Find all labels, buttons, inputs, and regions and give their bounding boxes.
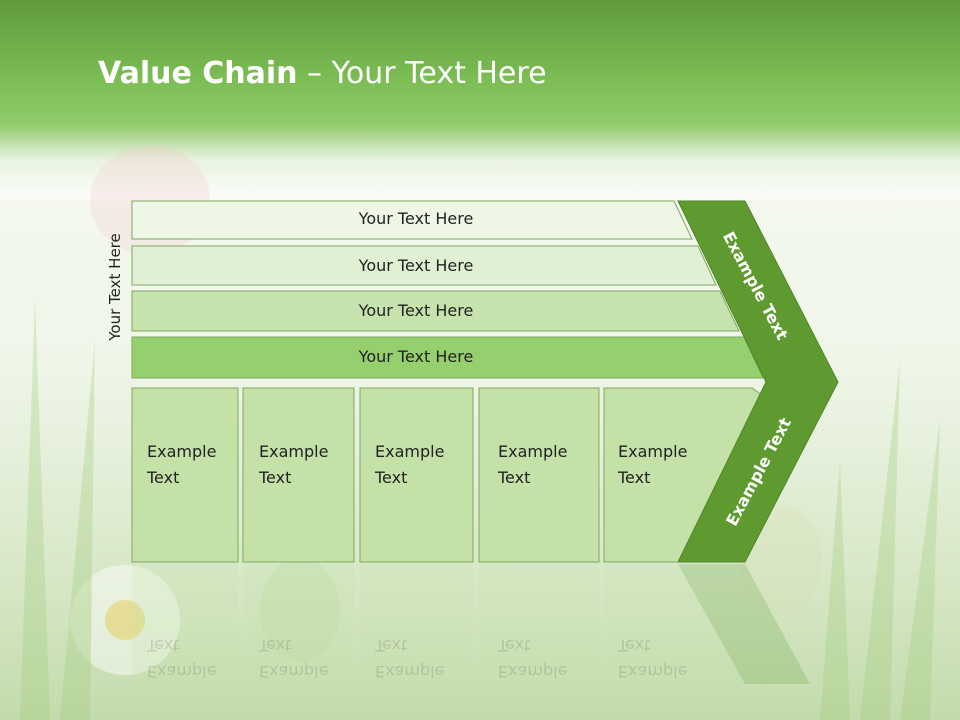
band-label-4: Your Text Here [358,347,474,366]
page-title: Value Chain – Your Text Here [98,52,547,96]
band-1 [131,200,693,240]
chevron-reflection [678,564,810,684]
band-label-2: Your Text Here [358,256,474,275]
chevron-arrow [677,200,839,563]
block-label-line1: Example [147,442,217,461]
vertical-axis-label: Your Text Here [106,233,124,341]
block-reflection [243,564,354,684]
band-4 [131,336,764,379]
block-label-line2: Text [147,468,180,487]
reflection [132,564,810,684]
block-reflection [360,564,473,684]
block-label-line2: Text [498,468,531,487]
band-2 [131,245,717,286]
block-label-line1: Example [259,442,329,461]
block-label-line2: Text [259,468,292,487]
block-label-line1: Example [498,442,568,461]
bands-group [131,200,764,379]
block-1 [131,387,239,563]
block-reflection [132,564,238,684]
title-strong: Value Chain [98,56,298,91]
block-label-line1: Example [618,442,688,461]
block-4 [478,387,600,563]
band-label-1: Your Text Here [358,209,474,228]
block-reflection [604,564,745,684]
blocks-group [131,387,767,563]
grass-blade [20,300,940,720]
daisy-center [105,600,145,640]
block-2 [242,387,355,563]
title-rest: – Your Text Here [297,56,547,91]
band-3 [131,290,740,332]
band-label-3: Your Text Here [358,301,474,320]
block-label-line1: Example [375,442,445,461]
block-3 [359,387,474,563]
daisy-flower [70,565,180,675]
block-label-line2: Text [375,468,408,487]
block-reflection [479,564,599,684]
egg-shape [260,558,340,662]
block-label-line2: Text [618,468,651,487]
